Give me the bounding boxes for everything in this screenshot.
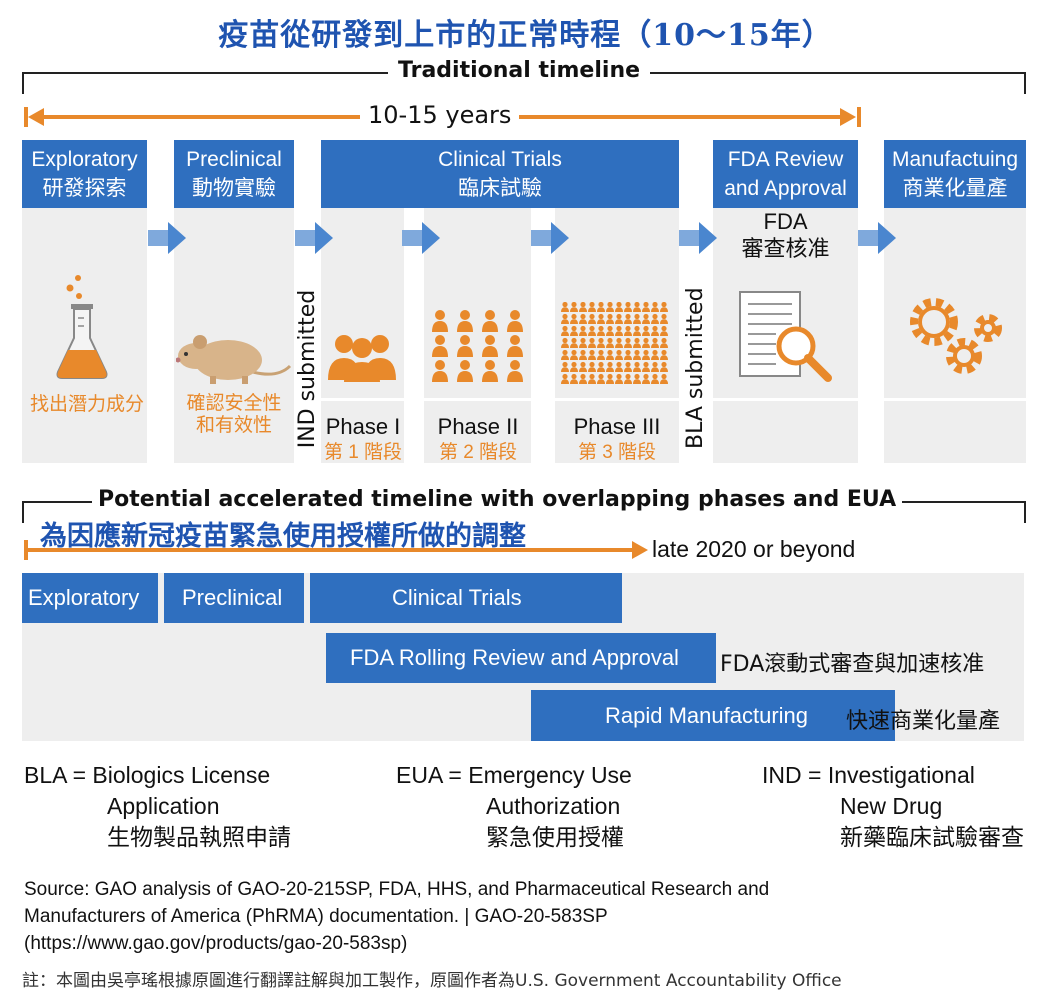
accelerated-subtitle-zh: 為因應新冠疫苗緊急使用授權所做的調整 bbox=[40, 521, 526, 552]
source-line1: Source: GAO analysis of GAO-20-215SP, FD… bbox=[24, 879, 770, 900]
definition-bla: BLA = Biologics License Application 生物製品… bbox=[24, 760, 364, 853]
flow-arrow-6-icon bbox=[858, 222, 896, 254]
stage-clinical-zh: 臨床試驗 bbox=[458, 177, 542, 200]
definition-eua-line2: Authorization bbox=[486, 793, 621, 819]
fda-sub-label: FDA 審查核准 bbox=[713, 208, 858, 262]
exploratory-note: 找出潛力成分 bbox=[29, 393, 144, 415]
source-text: Source: GAO analysis of GAO-20-215SP, FD… bbox=[24, 876, 1044, 957]
translator-note: 註：本圖由吳亭瑤根據原圖進行翻譯註解與加工製作，原圖作者為U.S. Govern… bbox=[22, 971, 842, 991]
accel-line bbox=[26, 548, 638, 552]
definition-eua-line1: EUA = Emergency Use bbox=[396, 762, 632, 788]
definition-ind: IND = Investigational New Drug 新藥臨床試驗審查 bbox=[762, 760, 1047, 853]
phase-divider bbox=[321, 398, 679, 401]
stage-clinical-header: Clinical Trials 臨床試驗 bbox=[321, 140, 679, 208]
document-magnifier-icon bbox=[739, 291, 832, 382]
bar-exploratory: Exploratory bbox=[22, 573, 158, 623]
definition-bla-zh: 生物製品執照申請 bbox=[107, 824, 291, 850]
stage-clinical-en: Clinical Trials bbox=[438, 148, 562, 171]
phase3-en: Phase III bbox=[573, 414, 661, 439]
bar-rolling-review: FDA Rolling Review and Approval bbox=[326, 633, 716, 683]
mfg-divider bbox=[884, 398, 1026, 401]
stage-fda-en-2: and Approval bbox=[724, 177, 847, 200]
phase1-zh: 第 1 階段 bbox=[323, 442, 403, 463]
bar-clinical-label: Clinical Trials bbox=[392, 585, 522, 610]
phase3-label: Phase III 第 3 階段 bbox=[555, 414, 679, 466]
traditional-timeline-label: Traditional timeline bbox=[388, 58, 651, 83]
definition-bla-line2: Application bbox=[107, 793, 220, 819]
page-title: 疫苗從研發到上市的正常時程（10～15年） bbox=[218, 18, 833, 53]
phase2-en: Phase II bbox=[437, 414, 519, 439]
accelerated-timeline-label: Potential accelerated timeline with over… bbox=[92, 487, 903, 512]
bar-preclinical-label: Preclinical bbox=[182, 585, 283, 610]
definition-ind-zh: 新藥臨床試驗審查 bbox=[840, 824, 1024, 850]
span-start-bar bbox=[24, 107, 28, 127]
source-line2: Manufacturers of America (PhRMA) documen… bbox=[24, 906, 608, 927]
accel-right-arrow bbox=[632, 541, 648, 559]
stage-exploratory-header: Exploratory 研發探索 bbox=[22, 140, 147, 208]
stage-exploratory-zh: 研發探索 bbox=[42, 177, 127, 200]
rapid-manufacturing-zh: 快速商業化量產 bbox=[846, 709, 1001, 734]
definition-ind-line2: New Drug bbox=[840, 793, 943, 819]
span-years-label: 10-15 years bbox=[360, 101, 520, 129]
bar-rolling-review-label: FDA Rolling Review and Approval bbox=[350, 645, 679, 670]
phase1-people-icon bbox=[328, 335, 396, 382]
gears-icon bbox=[910, 298, 1002, 374]
phase1-label: Phase I 第 1 階段 bbox=[321, 414, 405, 466]
flow-arrow-2-icon bbox=[295, 222, 333, 254]
bar-rapid-manufacturing-label: Rapid Manufacturing bbox=[605, 702, 809, 728]
stage-preclinical-en: Preclinical bbox=[186, 148, 282, 171]
span-right-arrow bbox=[840, 108, 856, 126]
stage-fda-en-1: FDA Review bbox=[727, 148, 844, 171]
flow-arrow-5-icon bbox=[679, 222, 717, 254]
flow-arrow-1-icon bbox=[148, 222, 186, 254]
definition-eua-zh: 緊急使用授權 bbox=[486, 824, 624, 850]
flow-arrow-3-icon bbox=[402, 222, 440, 254]
fda-divider bbox=[713, 398, 858, 401]
bar-exploratory-label: Exploratory bbox=[28, 585, 140, 610]
flow-arrow-4-icon bbox=[531, 222, 569, 254]
bla-submitted-label: BLA submitted bbox=[683, 287, 708, 449]
source-line3: (https://www.gao.gov/products/gao-20-583… bbox=[24, 933, 408, 954]
definition-eua: EUA = Emergency Use Authorization 緊急使用授權 bbox=[396, 760, 716, 853]
stage-fda-header: FDA Review and Approval bbox=[713, 140, 858, 208]
definition-bla-line1: BLA = Biologics License bbox=[24, 762, 271, 788]
phase1-en: Phase I bbox=[325, 414, 401, 439]
bar-preclinical: Preclinical bbox=[164, 573, 304, 623]
accelerated-end-label: late 2020 or beyond bbox=[652, 536, 856, 562]
phase3-zh: 第 3 階段 bbox=[577, 442, 657, 463]
phase3-people-icon bbox=[560, 302, 672, 384]
mouse-icon bbox=[176, 335, 292, 384]
phase2-people-icon bbox=[432, 310, 523, 382]
bar-rapid-manufacturing: Rapid Manufacturing bbox=[531, 690, 895, 741]
span-end-bar bbox=[857, 107, 861, 127]
stage-manufacturing-zh: 商業化量產 bbox=[902, 177, 1008, 200]
stage-manufacturing-en: Manufactuing bbox=[891, 148, 1019, 171]
stage-manufacturing-header: Manufactuing 商業化量產 bbox=[884, 140, 1026, 208]
stage-preclinical-header: Preclinical 動物實驗 bbox=[174, 140, 294, 208]
fda-sub-line1: FDA bbox=[763, 209, 808, 234]
preclinical-note-2: 和有效性 bbox=[195, 414, 272, 436]
stage-exploratory-en: Exploratory bbox=[31, 148, 138, 171]
preclinical-note-1: 確認安全性 bbox=[186, 392, 282, 414]
rolling-review-zh: FDA滾動式審查與加速核准 bbox=[720, 652, 985, 677]
definition-ind-line1: IND = Investigational bbox=[762, 762, 975, 788]
flask-icon bbox=[56, 275, 108, 379]
bar-clinical: Clinical Trials bbox=[310, 573, 622, 623]
preclinical-note: 確認安全性 和有效性 bbox=[174, 392, 294, 436]
span-left-arrow bbox=[28, 108, 44, 126]
fda-sub-line2: 審查核准 bbox=[741, 236, 830, 261]
phase2-label: Phase II 第 2 階段 bbox=[424, 414, 532, 466]
stage-preclinical-zh: 動物實驗 bbox=[192, 177, 276, 200]
phase2-zh: 第 2 階段 bbox=[438, 442, 518, 463]
